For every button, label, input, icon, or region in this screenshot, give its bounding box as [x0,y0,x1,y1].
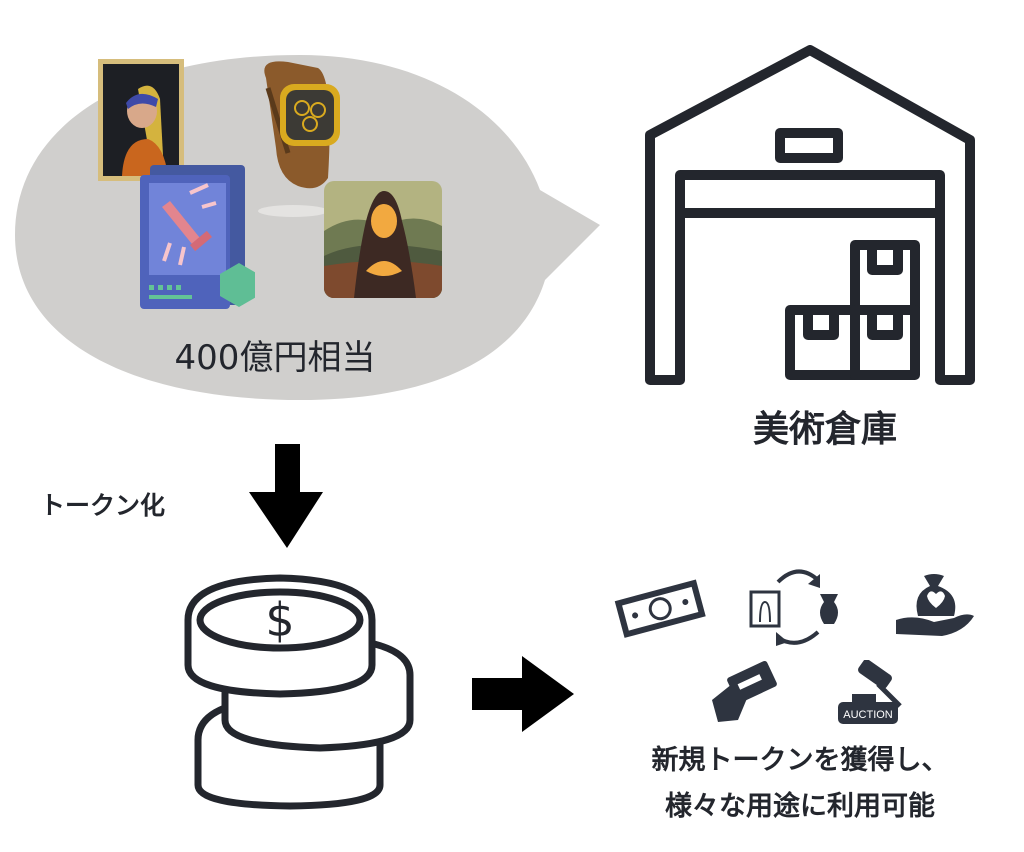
gold-watch-icon [264,61,340,189]
warehouse-icon [645,45,975,385]
svg-text:$: $ [265,593,294,647]
auction-label: AUCTION [843,709,893,721]
donation-hand-icon [896,574,974,636]
tokenize-label: トークン化 [40,491,166,520]
arrow-down-icon [249,444,323,548]
arrow-right-icon [472,656,574,732]
art-exchange-icon [749,569,838,646]
auction-gavel-icon: AUCTION [838,660,902,724]
mona-lisa-painting-icon [324,181,442,298]
shadow-ellipse [258,205,328,217]
uses-caption: 新規トークンを獲得し、 様々な用途に利用可能 [600,738,1000,830]
warehouse-label: 美術倉庫 [752,409,897,450]
caption-line-1: 新規トークンを獲得し、 [651,745,949,776]
caption-line-2: 様々な用途に利用可能 [665,791,935,822]
banknote-icon [614,579,706,638]
asset-value-label: 400億円相当 [174,338,376,378]
card-payment-icon [712,661,777,722]
coin-stack-icon: $ [184,574,414,810]
nft-game-card-icon [140,165,255,309]
